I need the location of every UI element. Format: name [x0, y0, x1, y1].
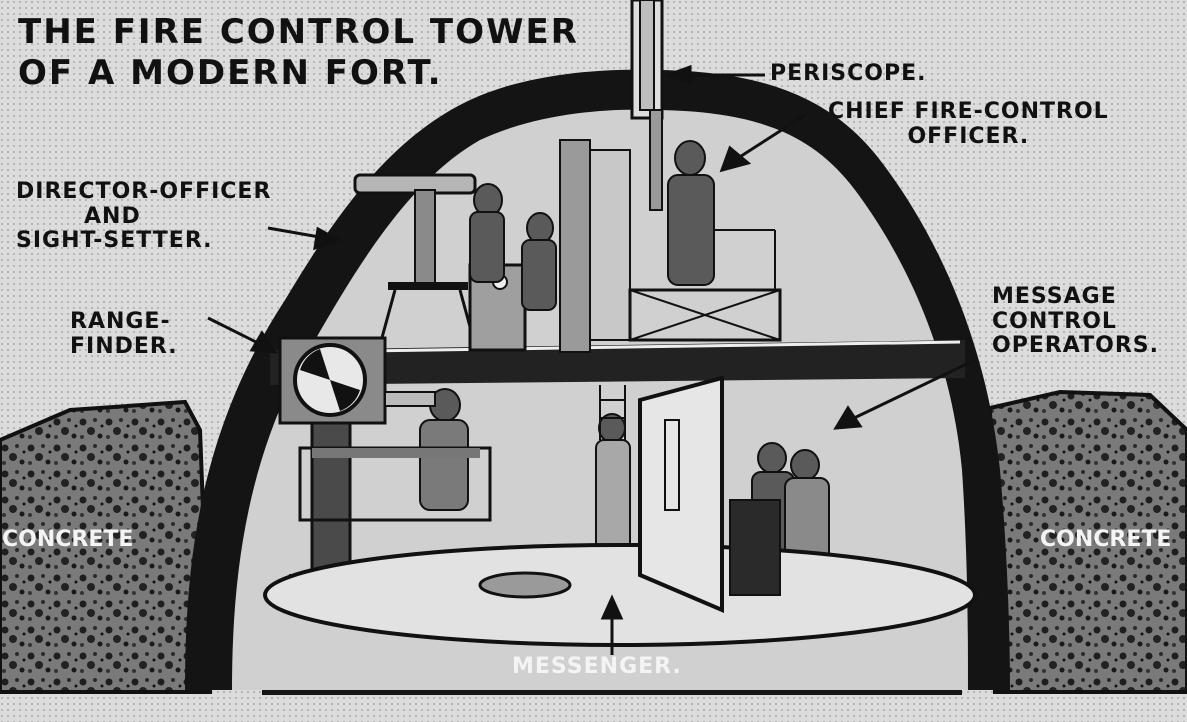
message-desk — [729, 499, 781, 596]
periscope-tube — [630, 0, 664, 211]
message-operator-figure-1 — [757, 442, 787, 474]
sight-setter-figure — [526, 212, 554, 244]
label-messenger: MESSENGER. — [512, 654, 682, 679]
label-rangefinder: RANGE- FINDER. — [70, 309, 178, 359]
label-periscope: PERISCOPE. — [770, 61, 927, 86]
floor-hatch — [478, 571, 572, 599]
chief-officer-figure — [674, 140, 706, 176]
chief-officer-platform — [628, 229, 782, 342]
label-concrete-left: CONCRETE — [2, 527, 134, 552]
label-chief-officer: CHIEF FIRE-CONTROL OFFICER. — [828, 99, 1109, 149]
message-operators-arrow — [849, 358, 976, 422]
director-telescope — [353, 173, 477, 346]
ladder — [599, 385, 626, 440]
message-operator-figure-2 — [790, 449, 820, 481]
concrete-block-right — [987, 389, 1187, 694]
chief-officer-arrow — [734, 113, 806, 162]
lower-floor — [263, 543, 977, 647]
bulkhead-door — [638, 375, 724, 614]
rangefinder-arrow — [207, 316, 263, 347]
label-concrete-right: CONCRETE — [1040, 527, 1172, 552]
label-message-operators: MESSAGE CONTROL OPERATORS. — [992, 284, 1159, 359]
diagram-title: THE FIRE CONTROL TOWER OF A MODERN FORT. — [18, 12, 579, 93]
label-director-officer: DIRECTOR-OFFICER AND SIGHT-SETTER. — [16, 179, 272, 254]
concrete-block-left — [0, 399, 213, 694]
